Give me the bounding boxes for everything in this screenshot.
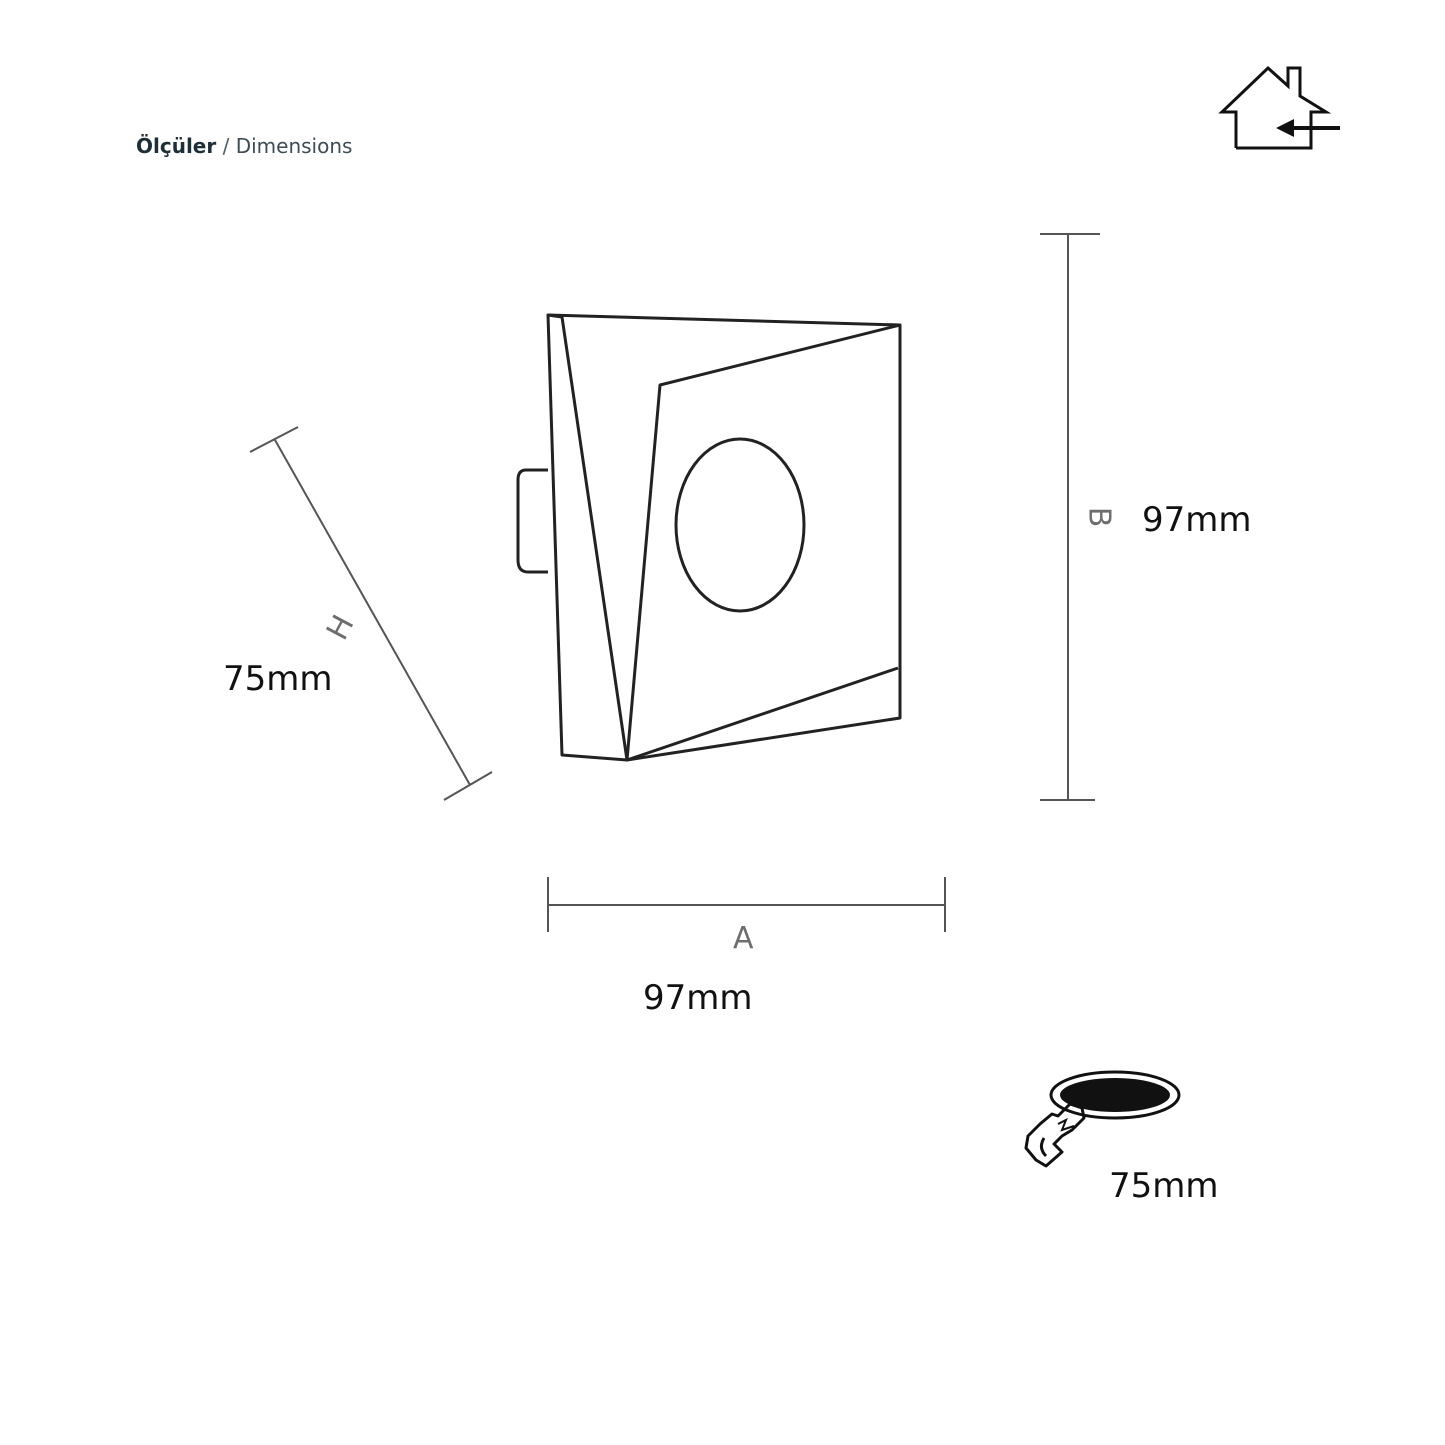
fold-left: [547, 313, 629, 761]
fixture-outline: [516, 313, 902, 762]
lens-plate: [625, 323, 901, 762]
page-title: Ölçüler / Dimensions: [136, 134, 352, 158]
dimension-a-letter: A: [733, 921, 754, 956]
dimension-h-line: [249, 426, 493, 801]
title-separator: /: [222, 134, 230, 158]
house-with-arrow-icon: [1218, 65, 1340, 150]
fixture-body: [546, 313, 902, 762]
dimension-h-value: 75mm: [223, 659, 333, 699]
dimension-b-value: 97mm: [1142, 500, 1252, 540]
recessed-ceiling-hole-icon: [1024, 1070, 1181, 1168]
dimension-b-line: [1040, 233, 1100, 801]
title-turkish: Ölçüler: [136, 134, 217, 158]
cutout-value: 75mm: [1109, 1166, 1219, 1206]
mounting-clip: [516, 468, 548, 574]
dimension-a-line: [547, 877, 946, 932]
lens-opening: [674, 437, 806, 613]
title-english: Dimensions: [235, 134, 353, 158]
dimension-a-value: 97mm: [643, 978, 753, 1018]
dimension-b-letter: B: [1081, 506, 1117, 528]
